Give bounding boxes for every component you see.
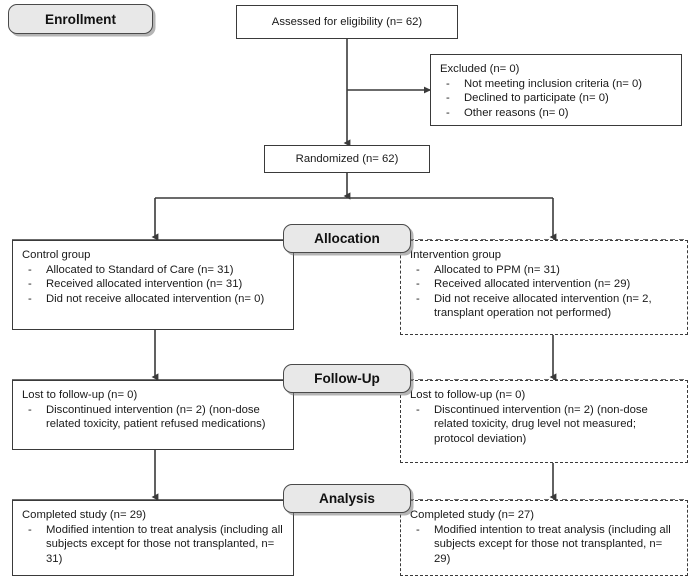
list-item-text: Did not receive allocated intervention (…: [434, 292, 652, 320]
box-followup-control-list: - Discontinued intervention (n= 2) (non-d…: [22, 403, 284, 432]
list-item: - Modified intention to treat analysis (i…: [410, 523, 678, 567]
stage-label-followup-text: Follow-Up: [314, 371, 380, 386]
box-excluded-list: - Not meeting inclusion criteria (n= 0) -…: [440, 77, 672, 121]
stage-label-allocation-text: Allocation: [314, 231, 380, 246]
list-item: - Did not receive allocated intervention …: [22, 292, 284, 307]
box-assessed-for-eligibility: Assessed for eligibility (n= 62): [236, 5, 458, 39]
box-followup-intervention-head: Lost to follow-up (n= 0): [410, 389, 526, 401]
bullet-dash: -: [446, 106, 450, 119]
list-item-text: Discontinued intervention (n= 2) (non-do…: [46, 403, 266, 431]
bullet-dash: -: [28, 263, 32, 276]
list-item-text: Did not receive allocated intervention (…: [46, 292, 265, 305]
list-item: - Did not receive allocated intervention …: [410, 292, 678, 321]
bullet-dash: -: [416, 523, 420, 536]
list-item: - Modified intention to treat analysis (i…: [22, 523, 284, 567]
box-analysis-intervention-group: Completed study (n= 27) - Modified intent…: [400, 500, 688, 576]
box-followup-control-head: Lost to follow-up (n= 0): [22, 389, 138, 401]
list-item: - Discontinued intervention (n= 2) (non-d…: [410, 403, 678, 447]
list-item-text: Modified intention to treat analysis (in…: [46, 523, 283, 565]
bullet-dash: -: [28, 403, 32, 416]
list-item: - Allocated to PPM (n= 31): [410, 263, 678, 278]
box-allocation-intervention-group: Intervention group - Allocated to PPM (n=…: [400, 240, 688, 335]
box-randomized: Randomized (n= 62): [264, 145, 430, 173]
stage-label-analysis: Analysis: [283, 484, 411, 513]
list-item: - Not meeting inclusion criteria (n= 0): [440, 77, 672, 92]
stage-label-allocation: Allocation: [283, 224, 411, 253]
list-item-text: Discontinued intervention (n= 2) (non-do…: [434, 403, 648, 445]
list-item: - Other reasons (n= 0): [440, 106, 672, 121]
stage-label-followup: Follow-Up: [283, 364, 411, 393]
list-item-text: Received allocated intervention (n= 29): [434, 278, 631, 291]
box-randomized-head: Randomized (n= 62): [295, 152, 399, 165]
bullet-dash: -: [446, 77, 450, 90]
box-excluded: Excluded (n= 0) - Not meeting inclusion c…: [430, 54, 682, 126]
box-analysis-control-head: Completed study (n= 29): [22, 509, 147, 521]
box-allocation-control-group: Control group - Allocated to Standard of …: [12, 240, 294, 330]
bullet-dash: -: [416, 403, 420, 416]
list-item: - Received allocated intervention (n= 29): [410, 277, 678, 292]
list-item-text: Allocated to PPM (n= 31): [434, 263, 560, 276]
list-item: - Declined to participate (n= 0): [440, 91, 672, 106]
box-allocation-control-list: - Allocated to Standard of Care (n= 31) -…: [22, 263, 284, 307]
list-item-text: Received allocated intervention (n= 31): [46, 278, 243, 291]
stage-label-enrollment: Enrollment: [8, 4, 153, 34]
box-assessed-head: Assessed for eligibility (n= 62): [271, 15, 423, 28]
list-item: - Received allocated intervention (n= 31): [22, 277, 284, 292]
bullet-dash: -: [416, 263, 420, 276]
box-followup-intervention-group: Lost to follow-up (n= 0) - Discontinued i…: [400, 380, 688, 463]
box-allocation-intervention-list: - Allocated to PPM (n= 31) - Received allo…: [410, 263, 678, 321]
bullet-dash: -: [446, 92, 450, 105]
bullet-dash: -: [416, 278, 420, 291]
box-allocation-control-head: Control group: [22, 249, 91, 261]
list-item-text: Declined to participate (n= 0): [464, 92, 609, 105]
bullet-dash: -: [28, 278, 32, 291]
stage-label-enrollment-text: Enrollment: [45, 11, 116, 27]
list-item-text: Other reasons (n= 0): [464, 106, 569, 119]
bullet-dash: -: [28, 523, 32, 536]
list-item-text: Modified intention to treat analysis (in…: [434, 523, 671, 565]
box-allocation-intervention-head: Intervention group: [410, 249, 502, 261]
list-item-text: Not meeting inclusion criteria (n= 0): [464, 77, 643, 90]
box-excluded-head: Excluded (n= 0): [440, 63, 520, 75]
list-item: - Allocated to Standard of Care (n= 31): [22, 263, 284, 278]
box-followup-intervention-list: - Discontinued intervention (n= 2) (non-d…: [410, 403, 678, 447]
list-item-text: Allocated to Standard of Care (n= 31): [46, 263, 234, 276]
box-analysis-intervention-list: - Modified intention to treat analysis (i…: [410, 523, 678, 567]
stage-label-analysis-text: Analysis: [319, 491, 375, 506]
box-followup-control-group: Lost to follow-up (n= 0) - Discontinued i…: [12, 380, 294, 450]
box-analysis-control-list: - Modified intention to treat analysis (i…: [22, 523, 284, 567]
box-analysis-intervention-head: Completed study (n= 27): [410, 509, 535, 521]
box-analysis-control-group: Completed study (n= 29) - Modified intent…: [12, 500, 294, 576]
list-item: - Discontinued intervention (n= 2) (non-d…: [22, 403, 284, 432]
bullet-dash: -: [416, 292, 420, 305]
bullet-dash: -: [28, 292, 32, 305]
